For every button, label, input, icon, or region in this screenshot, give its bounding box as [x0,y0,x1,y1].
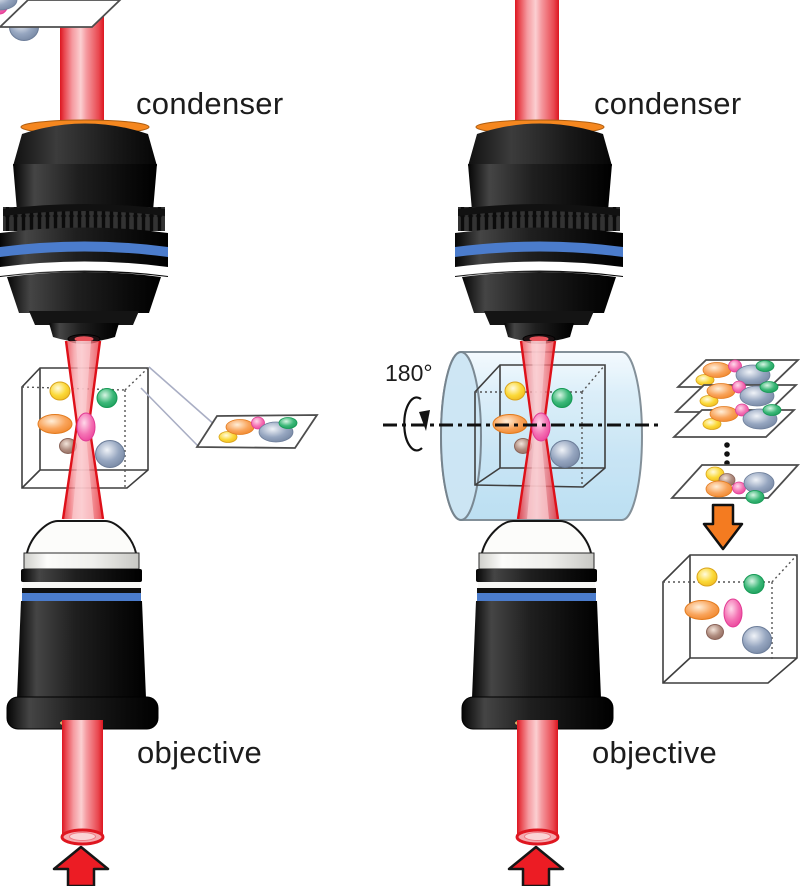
right-setup [383,0,661,886]
right-condenser-label: condenser [594,86,742,121]
input-beam-arrow [52,845,110,886]
right-input-beam-arrow [507,845,565,886]
image-plane-particles [0,0,18,11]
left-setup [0,0,319,886]
reconstructed-pink-particle [723,598,743,628]
objective-lens [6,520,159,730]
rotation-arrow-icon [403,396,430,452]
reconstruction-arrow-icon [702,503,744,551]
output-beam [60,720,105,846]
left-condenser-label: condenser [136,86,284,121]
stack-plane [0,0,122,28]
left-objective-label: objective [137,735,263,770]
right-objective-label: objective [592,735,718,770]
right-objective-lens [461,520,614,730]
right-input-beam-top [515,0,559,123]
right-sample-cube [474,364,606,488]
right-pink-particle [531,412,551,442]
rotated-stack-plane [669,464,800,504]
rotation-angle-label: 180° [385,360,433,386]
ellipsis-dots-icon [724,442,730,466]
projection-stack-panel [0,0,800,684]
right-output-beam [515,718,560,846]
left-sample-cube [21,367,149,489]
condenser-lens [0,119,168,344]
projection-image-plane [0,0,319,449]
left-pink-particle [76,412,96,442]
projection-lines [140,366,217,447]
right-condenser-lens [454,119,624,344]
